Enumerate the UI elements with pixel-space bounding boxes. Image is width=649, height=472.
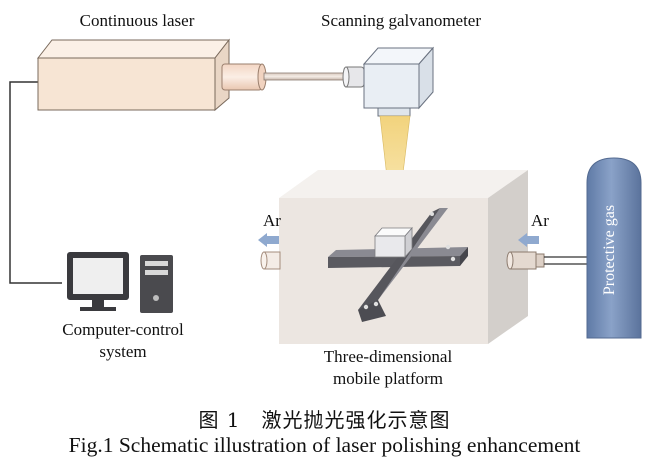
gas-supply-pipe (544, 256, 593, 265)
computer-tower (140, 255, 173, 313)
gas-inlet-nozzle (506, 251, 545, 270)
scanning-galvanometer (362, 46, 435, 117)
ar-outlet-arrow (258, 233, 279, 247)
computer-monitor (67, 252, 129, 311)
stage-screw-holes (363, 212, 456, 310)
continuous-laser (36, 38, 231, 112)
ar-outlet-label: Ar (263, 211, 281, 230)
workpiece (374, 226, 413, 259)
fiber-cable (263, 72, 357, 81)
galvanometer-label: Scanning galvanometer (321, 11, 481, 30)
figure-caption-chinese: 图 1 激光抛光强化示意图 (198, 408, 451, 432)
laser-label: Continuous laser (80, 11, 195, 30)
chamber (279, 170, 528, 344)
fiber-connector (342, 66, 365, 88)
ar-inlet-arrow (518, 233, 539, 247)
gas-outlet-nozzle (260, 251, 281, 270)
platform-label-line1: Three-dimensional (324, 347, 453, 366)
xy-stage (328, 208, 468, 322)
computer-label-line2: system (99, 342, 146, 361)
platform-label-line2: mobile platform (333, 369, 443, 388)
protective-gas-label: Protective gas (601, 205, 618, 295)
control-cable (9, 81, 62, 284)
figure-caption-english: Fig.1 Schematic illustration of laser po… (68, 433, 581, 457)
computer-label-line1: Computer-control (62, 320, 184, 339)
protective-gas-cylinder (586, 157, 642, 339)
ar-inlet-label: Ar (531, 211, 549, 230)
laser-nozzle (221, 63, 267, 91)
